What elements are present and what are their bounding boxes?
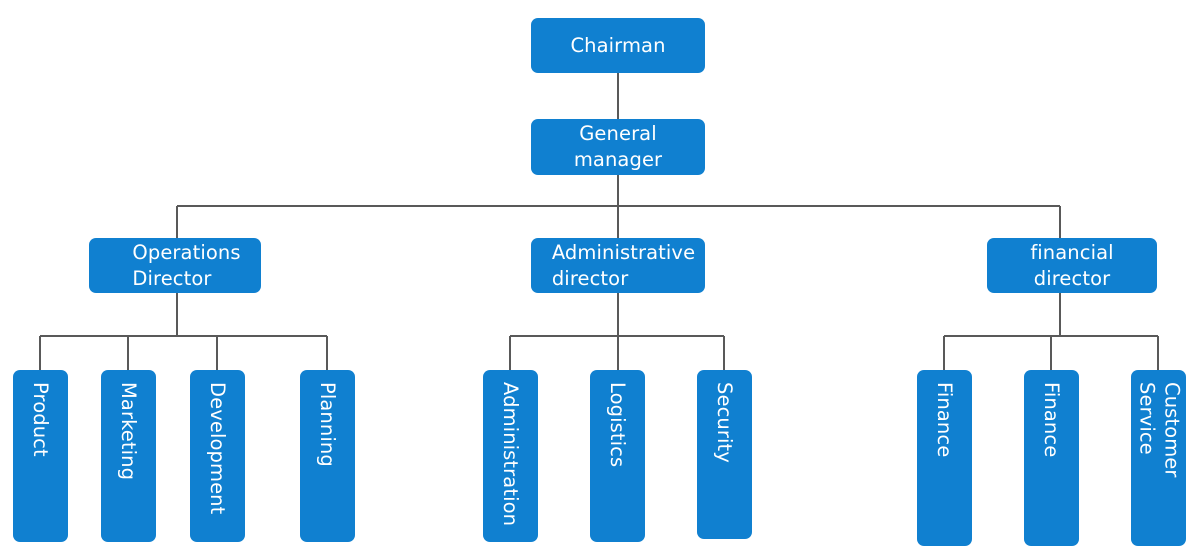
node-finance-2[interactable]: Finance [1024,370,1079,546]
node-security-label: Security [713,382,737,463]
node-marketing[interactable]: Marketing [101,370,156,542]
node-operations-director[interactable]: Operations Director [89,238,261,293]
node-planning-label: Planning [316,382,340,467]
node-product-label: Product [29,382,53,457]
node-customer-service[interactable]: Customer Service [1131,370,1186,546]
node-logistics[interactable]: Logistics [590,370,645,542]
node-financial-director-label: financial director [1030,240,1114,290]
node-administrative-director-label: Administrative director [551,240,696,290]
node-finance-2-label: Finance [1040,382,1064,458]
node-chairman[interactable]: Chairman [531,18,705,73]
node-chairman-label: Chairman [570,33,666,57]
node-administration[interactable]: Administration [483,370,538,542]
node-administrative-director[interactable]: Administrative director [531,238,705,293]
node-security[interactable]: Security [697,370,752,539]
node-logistics-label: Logistics [606,382,630,468]
node-finance-1-label: Finance [933,382,957,458]
node-general-manager[interactable]: General manager [531,119,705,175]
node-development-label: Development [206,382,230,515]
node-operations-director-label: Operations Director [132,240,241,290]
node-financial-director[interactable]: financial director [987,238,1157,293]
node-product[interactable]: Product [13,370,68,542]
node-administration-label: Administration [499,382,523,527]
node-general-manager-label: General manager [573,122,663,171]
node-customer-service-label: Customer Service [1135,382,1184,478]
node-planning[interactable]: Planning [300,370,355,542]
node-marketing-label: Marketing [117,382,141,481]
node-finance-1[interactable]: Finance [917,370,972,546]
node-development[interactable]: Development [190,370,245,542]
